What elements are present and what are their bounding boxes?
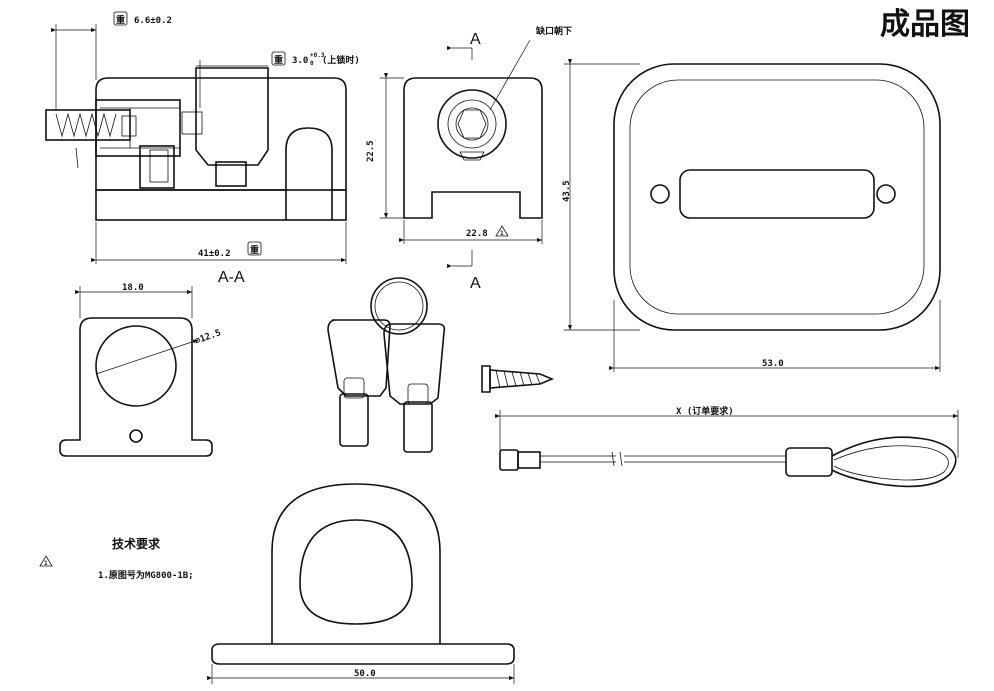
technical-notes: 技术要求 1 1.原图号为MG800-1B; xyxy=(39,536,194,581)
notes-heading: 技术要求 xyxy=(112,536,161,551)
dim-bracket-hole: ⌀12.5 xyxy=(194,328,223,347)
side-view-note: 缺口朝下 xyxy=(535,25,572,37)
section-marker-top: A xyxy=(470,31,481,48)
dim-cable-length: X (订单要求) xyxy=(676,405,734,417)
svg-text:+0.3: +0.3 xyxy=(310,52,325,59)
section-marker-bottom: A xyxy=(470,275,481,292)
svg-text:重: 重 xyxy=(250,244,259,256)
dim-lock-depth: 3.0 xyxy=(292,56,308,66)
dim-plunger-travel: 6.6±0.2 xyxy=(134,16,172,26)
key-mark: 重 xyxy=(116,14,125,26)
svg-text:1: 1 xyxy=(44,560,48,567)
section-label: A-A xyxy=(218,269,245,286)
dim-plate-width: 53.0 xyxy=(762,359,784,369)
loop-bracket-view: 50.0 xyxy=(207,483,515,684)
svg-text:重: 重 xyxy=(274,54,283,66)
dim-body-length: 41±0.2 xyxy=(198,249,231,259)
warning-triangle-icon xyxy=(39,555,53,567)
dim-side-height: 22.5 xyxy=(366,140,376,162)
dim-bracket-width: 18.0 xyxy=(122,283,144,293)
screw-illustration xyxy=(481,365,555,393)
svg-text:0: 0 xyxy=(310,60,314,67)
dim-lock-note: (上锁时) xyxy=(322,54,360,66)
dim-side-width: 22.8 xyxy=(466,229,488,239)
dim-plate-height: 43.5 xyxy=(562,180,572,202)
section-view: 重 6.6±0.2 重 3.0 +0.3 0 (上锁时) 41±0.2 重 A-… xyxy=(45,11,360,286)
plate-view: 43.5 53.0 xyxy=(562,59,941,372)
notes-item-1: 1.原图号为MG800-1B; xyxy=(98,569,194,581)
keys-illustration xyxy=(327,277,446,453)
drawing-title: 成品图 xyxy=(880,7,970,42)
warning-triangle-icon xyxy=(495,225,509,237)
dim-loop-width: 50.0 xyxy=(354,669,376,679)
bracket-view: 18.0 ⌀12.5 xyxy=(59,283,223,457)
cable-view: X (订单要求) xyxy=(495,405,959,488)
svg-text:1: 1 xyxy=(500,230,504,237)
side-view: 缺口朝下 A A 22.5 22.8 1 xyxy=(366,25,572,292)
